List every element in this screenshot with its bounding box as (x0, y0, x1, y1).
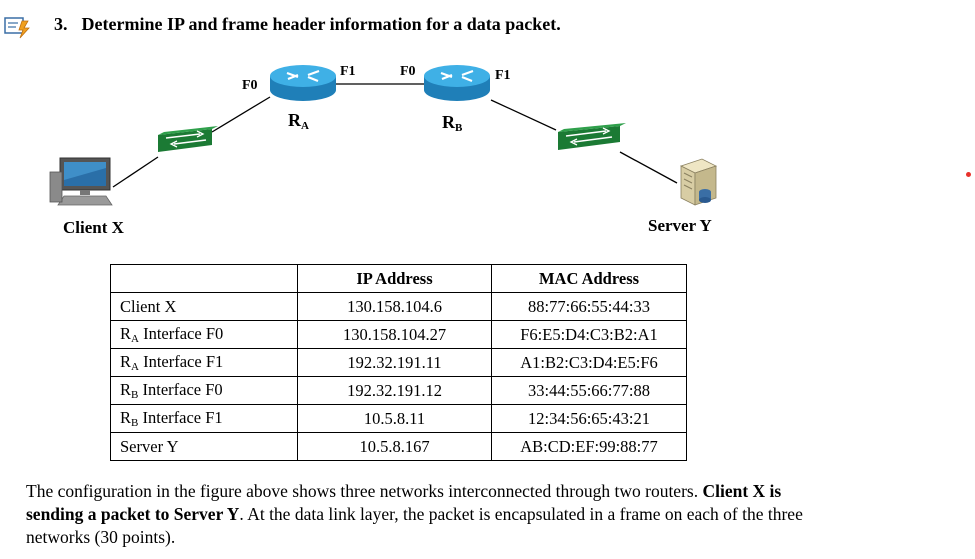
client-computer-icon (49, 157, 113, 206)
description-rest: . At the data link layer, the packet is … (26, 504, 803, 547)
description-bold: Client X is sending a packet to Server Y (26, 481, 782, 524)
router-b-label: RB (442, 112, 463, 134)
device-cell: RA Interface F0 (110, 320, 298, 349)
question-text: Determine IP and frame header informatio… (81, 14, 561, 34)
marker-dot (966, 172, 971, 177)
link-switch-ra (211, 96, 271, 133)
description-paragraph: The configuration in the figure above sh… (26, 480, 806, 549)
header-mac: MAC Address (491, 264, 687, 293)
network-diagram: F0 F1 F0 F1 RA RB Client X Server Y (0, 40, 975, 260)
table-header-row: IP Address MAC Address (110, 264, 687, 293)
ip-cell: 10.5.8.11 (297, 404, 492, 433)
device-cell: RB Interface F0 (110, 376, 298, 405)
ip-cell: 130.158.104.6 (297, 292, 492, 321)
device-cell: Server Y (110, 432, 298, 461)
server-label: Server Y (648, 216, 712, 235)
table-row: Client X 130.158.104.6 88:77:66:55:44:33 (110, 292, 687, 321)
table-row: RB Interface F1 10.5.8.11 12:34:56:65:43… (110, 404, 687, 433)
address-table: IP Address MAC Address Client X 130.158.… (110, 264, 687, 461)
mac-cell: AB:CD:EF:99:88:77 (491, 432, 687, 461)
router-a-icon (270, 65, 336, 101)
ip-cell: 192.32.191.12 (297, 376, 492, 405)
header-ip: IP Address (297, 264, 492, 293)
header-device (110, 264, 298, 293)
device-cell: RB Interface F1 (110, 404, 298, 433)
switch-right-icon (558, 123, 626, 150)
ra-port-f0-label: F0 (242, 78, 258, 93)
link-client-switch (112, 156, 159, 188)
ip-cell: 10.5.8.167 (297, 432, 492, 461)
link-switch-server (619, 151, 678, 184)
ra-port-f1-label: F1 (340, 64, 356, 79)
client-label: Client X (63, 218, 124, 237)
question-title: 3. Determine IP and frame header informat… (54, 14, 561, 35)
rb-port-f0-label: F0 (400, 64, 416, 79)
question-icon (4, 17, 30, 39)
table-row: RA Interface F0 130.158.104.27 F6:E5:D4:… (110, 320, 687, 349)
ip-cell: 130.158.104.27 (297, 320, 492, 349)
mac-cell: 12:34:56:65:43:21 (491, 404, 687, 433)
table-row: RB Interface F0 192.32.191.12 33:44:55:6… (110, 376, 687, 405)
ip-cell: 192.32.191.11 (297, 348, 492, 377)
router-a-label: RA (288, 110, 309, 132)
server-icon (679, 158, 718, 206)
device-cell: RA Interface F1 (110, 348, 298, 377)
description-line1: The configuration in the figure above sh… (26, 481, 699, 501)
router-b-icon (424, 65, 490, 101)
switch-left-icon (158, 126, 218, 152)
rb-port-f1-label: F1 (495, 68, 511, 83)
mac-cell: F6:E5:D4:C3:B2:A1 (491, 320, 687, 349)
mac-cell: A1:B2:C3:D4:E5:F6 (491, 348, 687, 377)
table-row: RA Interface F1 192.32.191.11 A1:B2:C3:D… (110, 348, 687, 377)
table-row: Server Y 10.5.8.167 AB:CD:EF:99:88:77 (110, 432, 687, 461)
mac-cell: 33:44:55:66:77:88 (491, 376, 687, 405)
device-cell: Client X (110, 292, 298, 321)
mac-cell: 88:77:66:55:44:33 (491, 292, 687, 321)
link-rb-switch (490, 99, 557, 131)
question-number: 3. (54, 14, 68, 34)
